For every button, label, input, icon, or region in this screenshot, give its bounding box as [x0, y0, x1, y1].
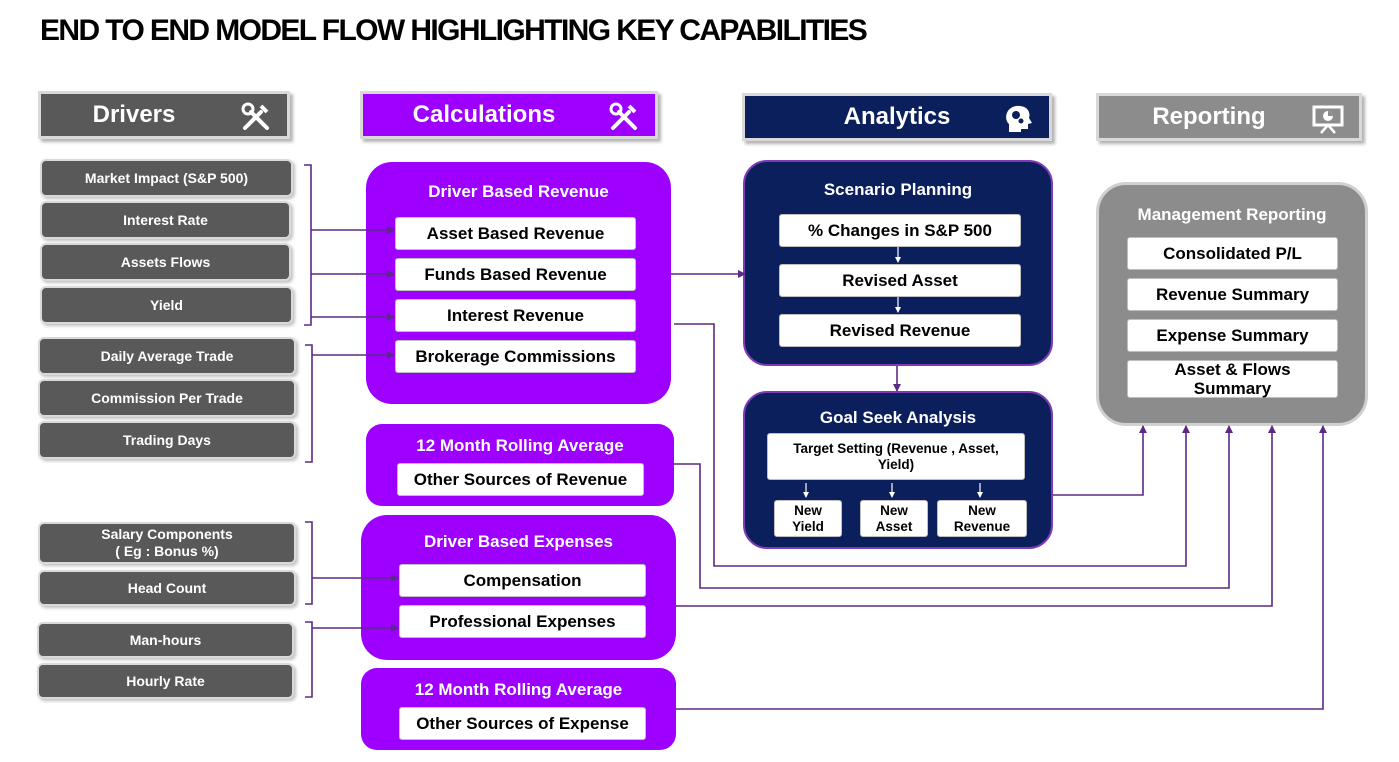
calc-item: Asset Based Revenue — [395, 217, 636, 250]
calc-item: Compensation — [399, 564, 646, 597]
bracket — [304, 164, 312, 326]
bracket — [305, 344, 313, 463]
goal-seek-box: Goal Seek Analysis Target Setting (Reven… — [743, 391, 1053, 549]
analytics-item: % Changes in S&P 500 — [779, 214, 1021, 247]
driver-item: Yield — [40, 286, 293, 324]
analytics-header: Analytics — [742, 93, 1052, 141]
scenario-planning-box: Scenario Planning % Changes in S&P 500 R… — [743, 160, 1053, 366]
driver-item: Trading Days — [38, 421, 296, 459]
box-title: 12 Month Rolling Average — [416, 436, 624, 455]
box-title: Management Reporting — [1137, 205, 1327, 224]
page-title: END TO END MODEL FLOW HIGHLIGHTING KEY C… — [40, 14, 868, 47]
calculations-header: Calculations — [360, 91, 658, 139]
calc-item: Professional Expenses — [399, 605, 646, 638]
goal-output: New Asset — [860, 500, 928, 537]
report-item: Revenue Summary — [1127, 278, 1338, 311]
driver-item: Daily Average Trade — [38, 337, 296, 375]
bracket — [305, 521, 313, 605]
calc-item: Interest Revenue — [395, 299, 636, 332]
arrow — [676, 425, 1327, 710]
arrow — [676, 425, 1276, 607]
head-gears-icon — [1006, 105, 1032, 132]
arrow — [1053, 425, 1147, 496]
report-item: Expense Summary — [1127, 319, 1338, 352]
driver-item: Man-hours — [37, 622, 294, 658]
drivers-header-label: Drivers — [92, 101, 176, 128]
calc-item: Other Sources of Expense — [399, 707, 646, 740]
driver-item: Interest Rate — [40, 201, 291, 239]
driver-item: Head Count — [38, 570, 296, 606]
box-title: Goal Seek Analysis — [819, 408, 977, 427]
reporting-header: Reporting — [1096, 93, 1362, 141]
arrow — [674, 425, 1233, 589]
tools-icon — [241, 102, 269, 130]
driver-item: Salary Components ( Eg : Bonus %) — [38, 522, 296, 564]
box-title: Driver Based Expenses — [424, 532, 613, 551]
report-item: Consolidated P/L — [1127, 237, 1338, 270]
driver-item: Market Impact (S&P 500) — [40, 159, 293, 197]
driver-based-revenue-box: Driver Based Revenue Asset Based Revenue… — [366, 162, 671, 404]
arrow — [674, 323, 1190, 567]
goal-output: New Revenue — [937, 500, 1027, 537]
driver-item: Hourly Rate — [37, 663, 294, 699]
box-title: Scenario Planning — [823, 180, 973, 199]
tools-icon — [609, 102, 637, 130]
presentation-icon — [1312, 105, 1344, 134]
analytics-item: Revised Revenue — [779, 314, 1021, 347]
target-setting-box: Target Setting (Revenue , Asset, Yield) — [767, 433, 1025, 480]
rolling-expense-box: 12 Month Rolling Average Other Sources o… — [361, 668, 676, 750]
driver-based-expenses-box: Driver Based Expenses Compensation Profe… — [361, 515, 676, 660]
calc-item: Funds Based Revenue — [395, 258, 636, 291]
report-item: Asset & Flows Summary — [1127, 360, 1338, 398]
box-title: 12 Month Rolling Average — [414, 680, 623, 699]
drivers-header: Drivers — [38, 91, 290, 139]
goal-output: New Yield — [774, 500, 842, 537]
reporting-header-label: Reporting — [1152, 103, 1266, 130]
management-reporting-box: Management Reporting Consolidated P/L Re… — [1096, 182, 1368, 426]
box-title: Driver Based Revenue — [428, 182, 609, 201]
driver-item: Commission Per Trade — [38, 379, 296, 417]
driver-item: Assets Flows — [40, 243, 291, 281]
analytics-item: Revised Asset — [779, 264, 1021, 297]
analytics-header-label: Analytics — [843, 103, 951, 130]
bracket — [305, 621, 313, 698]
calculations-header-label: Calculations — [412, 101, 556, 128]
calc-item: Other Sources of Revenue — [397, 463, 644, 496]
calc-item: Brokerage Commissions — [395, 340, 636, 373]
rolling-revenue-box: 12 Month Rolling Average Other Sources o… — [366, 424, 674, 506]
